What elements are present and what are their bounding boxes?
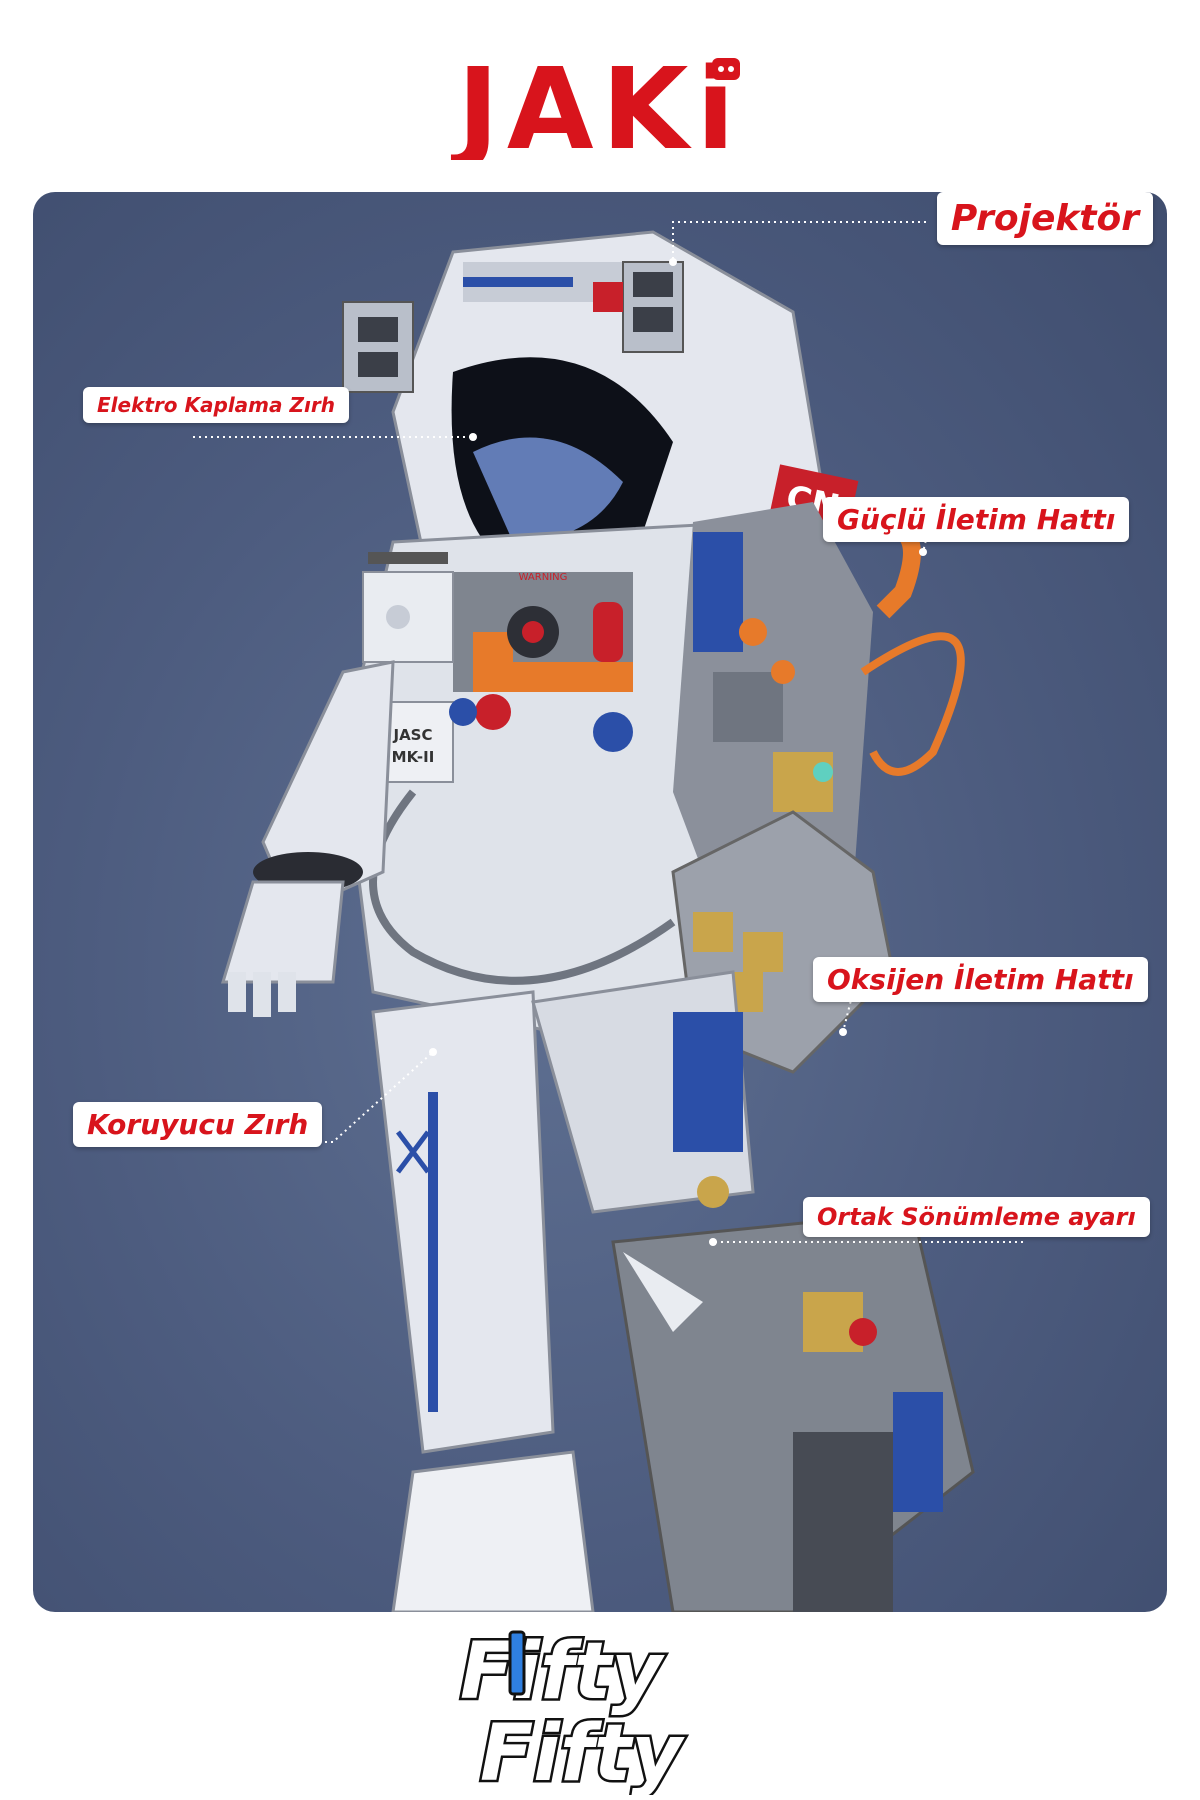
product-panel: WARNING JASC MK-II CN xyxy=(33,192,1167,1612)
footer-accent-bar xyxy=(508,1630,526,1696)
warning-label: WARNING xyxy=(519,572,568,583)
model-label-line2: MK-II xyxy=(392,748,435,766)
left-arm xyxy=(220,660,395,1017)
footer-line2: Fifty xyxy=(480,1709,685,1795)
callout-electro-armor: Elektro Kaplama Zırh xyxy=(83,387,349,423)
model-label-line1: JASC xyxy=(392,726,432,744)
leader-dots xyxy=(429,258,927,1246)
callout-protective-armor: Koruyucu Zırh xyxy=(73,1102,323,1147)
callout-damping: Ortak Sönümleme ayarı xyxy=(803,1197,1150,1237)
jaki-logo: JAKi xyxy=(450,50,743,160)
callout-projector: Projektör xyxy=(936,192,1153,245)
footer-line1: Fifty xyxy=(460,1627,665,1717)
jaki-logo-text: JAKi xyxy=(450,50,743,160)
robot-head-icon xyxy=(712,58,740,80)
astronaut-figure: WARNING JASC MK-II CN xyxy=(193,221,1023,1612)
fifty-fifty-logo: Fifty Fifty xyxy=(458,1625,688,1796)
legs xyxy=(371,970,975,1612)
callout-oxygen-line: Oksijen İletim Hattı xyxy=(813,957,1148,1002)
callout-power-line: Güçlü İletim Hattı xyxy=(823,497,1130,542)
